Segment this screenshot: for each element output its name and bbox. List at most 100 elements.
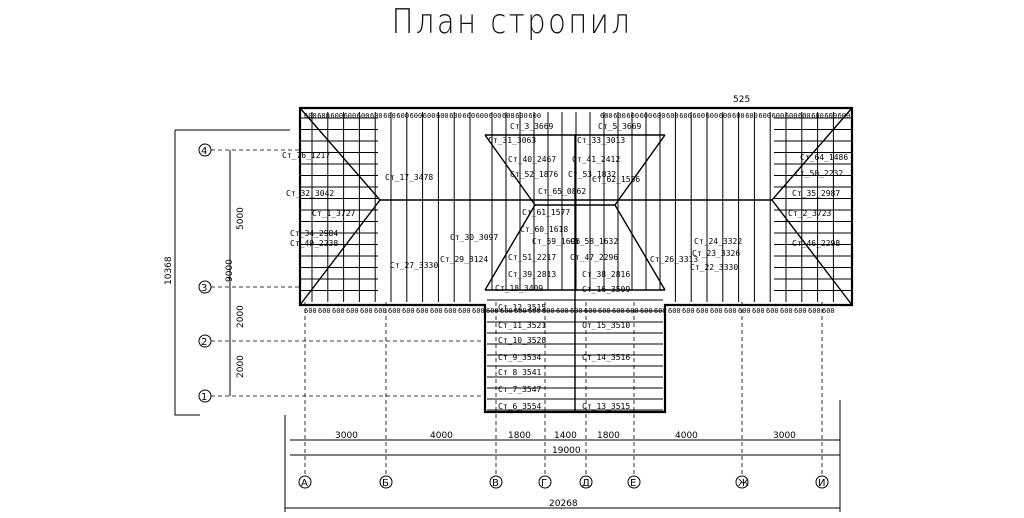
spacing-label-top: 600 <box>449 112 462 120</box>
axis-label-d: Д <box>582 478 590 489</box>
rafter-label: Ст_1_3727 <box>312 209 356 218</box>
spacing-label-top: 600 <box>423 112 436 120</box>
spacing-label-top: 600 <box>706 112 719 120</box>
spacing-label-bottom: 600 <box>472 307 485 315</box>
spacing-label-top: 600 <box>666 112 679 120</box>
axis-bubble-d <box>579 475 593 489</box>
axis-bubble-4 <box>198 143 212 157</box>
dim-left-3: 2000 <box>236 305 246 328</box>
spacing-label-top: 600 <box>410 112 423 120</box>
rafter-label: Ст_2_3723 <box>788 209 832 218</box>
rafter-label: Ст_3_3669 <box>510 122 554 131</box>
spacing-label-top: 600 <box>626 112 639 120</box>
axis-label-3: 3 <box>201 283 207 294</box>
spacing-label-top: 600 <box>357 112 370 120</box>
spacing-label-bottom: 600 <box>612 307 625 315</box>
rafter-label: Ст_39_2813 <box>508 270 556 279</box>
spacing-label-top: 600 <box>824 112 837 120</box>
dim-bottom-5: 1800 <box>597 431 620 441</box>
spacing-label-bottom: 600 <box>360 307 373 315</box>
rafter-label: Ст_8_3541 <box>498 368 542 377</box>
spacing-label-top: 600 <box>383 112 396 120</box>
axis-numbers: 4 3 2 1 <box>198 143 212 403</box>
spacing-label-top: 600 <box>758 112 771 120</box>
spacing-label-bottom: 600 <box>780 307 793 315</box>
spacing-label-top: 600 <box>462 112 475 120</box>
spacing-label-top: 600 <box>732 112 745 120</box>
dim-left-4: 2000 <box>236 355 246 378</box>
rafter-label: Ст_22_3330 <box>690 263 738 272</box>
rafter-label: Ст_59_1696 <box>532 237 580 246</box>
spacing-label-bottom: 600 <box>304 307 317 315</box>
spacing-label-bottom: 600 <box>542 307 555 315</box>
rafter-label: Ст_5_3669 <box>598 122 642 131</box>
rafter-label: Ст_46_2298 <box>792 239 840 248</box>
rafter-label: Ст_64_1486 <box>800 153 848 162</box>
rafter-label: Ст_58_1632 <box>570 237 618 246</box>
axis-label-i: И <box>818 478 825 489</box>
axis-label-a: А <box>301 478 308 489</box>
rafter-label: Ст_47_2296 <box>570 253 618 262</box>
spacing-label-top: 600 <box>719 112 732 120</box>
spacing-label-top: 600 <box>653 112 666 120</box>
spacing-label-bottom: 600 <box>556 307 569 315</box>
axis-bubble-2 <box>198 334 212 348</box>
spacing-label-top: 600 <box>515 112 528 120</box>
rafter-label: Ст_38_2816 <box>582 270 630 279</box>
axis-bubble-b <box>379 475 393 489</box>
rafter-label: Ст_50_2232 <box>795 169 843 178</box>
spacing-label-top: 600 <box>436 112 449 120</box>
spacing-label-bottom: 600 <box>808 307 821 315</box>
axis-label-2: 2 <box>201 337 207 348</box>
rafter-label: Ст_7_3547 <box>498 385 542 394</box>
rafter-label: Ст_26_3313 <box>650 255 698 264</box>
spacing-label-top: 600 <box>745 112 758 120</box>
dim-left-total: 10368 <box>164 256 174 285</box>
spacing-label-top: 600 <box>798 112 811 120</box>
rafter-label: Ст_52_1876 <box>510 170 558 179</box>
rafter-label: Ст_65_0862 <box>538 187 586 196</box>
spacing-label-top: 600 <box>489 112 502 120</box>
dim-bottom-6: 4000 <box>675 431 698 441</box>
axis-label-g: Г <box>541 478 547 489</box>
spacing-label-top: 600 <box>304 112 317 120</box>
rafter-label: Ст_31_3063 <box>488 136 536 145</box>
spacing-label-bottom: 600 <box>598 307 611 315</box>
dim-total-inner: 19000 <box>552 446 581 456</box>
rafter-label: Ст_6_3554 <box>498 402 542 411</box>
spacing-label-bottom: 600 <box>346 307 359 315</box>
spacing-label-top: 600 <box>692 112 705 120</box>
rafter-label: Ст_34_2984 <box>290 229 338 238</box>
axis-bubble-a <box>298 475 312 489</box>
axis-label-e: Е <box>630 478 636 489</box>
dim-left-1: 5000 <box>236 207 246 230</box>
spacing-label-bottom: 600 <box>500 307 513 315</box>
spacing-label-top: 600 <box>785 112 798 120</box>
rafter-label: Ст_32_3042 <box>286 189 334 198</box>
spacing-label-top: 600 <box>344 112 357 120</box>
axis-bubble-3 <box>198 280 212 294</box>
axis-letters: А Б В Г Д Е Ж И <box>298 475 829 489</box>
rafter-label: Ст_27_3330 <box>390 261 438 270</box>
spacing-label-top: 600 <box>772 112 785 120</box>
axis-bubble-zh <box>735 475 749 489</box>
dimensions: 3000 4000 1800 1400 1800 4000 3000 19000… <box>164 95 796 509</box>
rafter-label: Ст_49_2238 <box>290 239 338 248</box>
dim-bottom-7: 3000 <box>773 431 796 441</box>
axis-label-v: В <box>492 478 499 489</box>
spacing-label-bottom: 600 <box>402 307 415 315</box>
rafter-label: Ст_15_3510 <box>582 321 630 330</box>
spacing-label-top: 600 <box>613 112 626 120</box>
rafter-label: Ст_10_3528 <box>498 336 546 345</box>
spacing-label-top: 600 <box>330 112 343 120</box>
rafter-label: Ст_14_3516 <box>582 353 630 362</box>
axis-lines <box>211 149 823 476</box>
rafter-label: Ст_18_3409 <box>495 284 543 293</box>
spacing-label-top: 600 <box>838 112 851 120</box>
spacing-label-bottom: 600 <box>584 307 597 315</box>
spacing-label-top: 600 <box>476 112 489 120</box>
rafter-label: Ст_29_3124 <box>440 255 488 264</box>
